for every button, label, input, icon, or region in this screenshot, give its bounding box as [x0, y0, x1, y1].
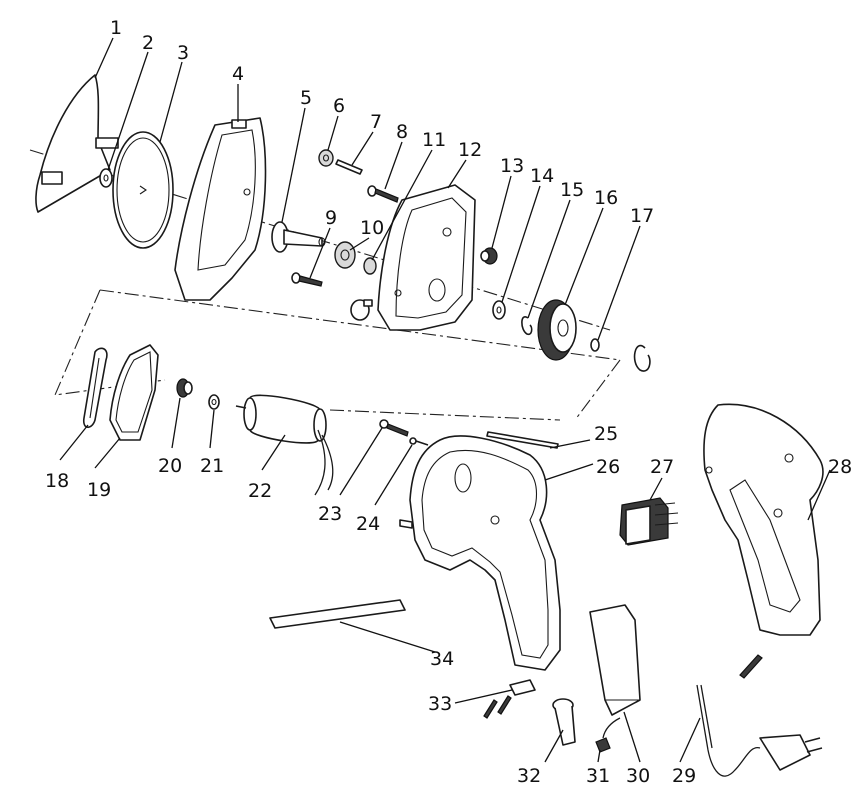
callout-32: 32	[517, 765, 541, 787]
handle-screw	[739, 654, 763, 679]
part-9-screw	[291, 272, 323, 287]
part-26-main-housing	[399, 435, 561, 671]
part-34-blade-strip	[269, 599, 406, 629]
callout-15: 15	[560, 179, 584, 201]
part-13-nut	[480, 247, 498, 265]
callout-8: 8	[396, 121, 408, 143]
part-30-capacitor-pack	[589, 604, 641, 716]
callout-23: 23	[318, 503, 342, 525]
part-18-drive-belt	[82, 347, 108, 429]
part-15-circlip	[521, 316, 533, 336]
part-11-washer	[363, 257, 377, 275]
loose-circlip	[633, 344, 651, 372]
part-7-pin	[335, 159, 363, 175]
callout-27: 27	[650, 456, 674, 478]
callout-9: 9	[325, 207, 337, 229]
callout-28: 28	[828, 456, 852, 478]
part-4-guard-frame	[174, 117, 267, 301]
part-1-blade-guard	[35, 74, 119, 213]
part-29-power-cord	[696, 684, 823, 777]
part-16-gear	[537, 299, 577, 361]
part-20-pinion	[176, 378, 193, 398]
part-12-gear-housing	[377, 184, 476, 331]
part-3-saw-blade	[112, 131, 174, 249]
callout-labels: 1 2 3 4 5 6 7 8 9 10 11 12 13 14 15 16 1…	[45, 17, 852, 787]
part-22-motor	[235, 394, 334, 496]
part-33-cable-clamp	[483, 679, 536, 719]
callout-33: 33	[428, 693, 452, 715]
callout-19: 19	[87, 479, 111, 501]
adjustment-knob	[350, 299, 373, 321]
callout-14: 14	[530, 165, 554, 187]
part-28-handle-cover	[703, 403, 824, 636]
part-32-grommet	[552, 698, 576, 746]
callout-21: 21	[200, 455, 224, 477]
part-23-screw	[379, 419, 409, 437]
callout-24: 24	[356, 513, 380, 535]
callout-10: 10	[360, 217, 384, 239]
callout-18: 18	[45, 470, 69, 492]
part-24-screw	[409, 437, 429, 446]
callout-5: 5	[300, 87, 312, 109]
callout-26: 26	[596, 456, 620, 478]
callout-2: 2	[142, 32, 154, 54]
callout-12: 12	[458, 139, 482, 161]
part-27-switch	[619, 497, 679, 546]
callout-16: 16	[594, 187, 618, 209]
callout-1: 1	[110, 17, 122, 39]
part-14-washer	[492, 300, 506, 320]
part-5-spindle-shaft	[271, 221, 326, 253]
leader-lines	[59, 37, 831, 763]
callout-17: 17	[630, 205, 654, 227]
part-10-bearing	[334, 241, 356, 269]
callout-3: 3	[177, 42, 189, 64]
callout-13: 13	[500, 155, 524, 177]
callout-31: 31	[586, 765, 610, 787]
callout-34: 34	[430, 648, 454, 670]
callout-20: 20	[158, 455, 182, 477]
part-6-washer	[318, 149, 334, 167]
callout-30: 30	[626, 765, 650, 787]
callout-22: 22	[248, 480, 272, 502]
callout-11: 11	[422, 129, 446, 151]
callout-25: 25	[594, 423, 618, 445]
part-19-cover	[109, 344, 159, 441]
part-21-washer	[208, 394, 220, 410]
callout-4: 4	[232, 63, 244, 85]
part-17-circlip	[590, 338, 600, 352]
part-25-strip	[486, 431, 559, 449]
part-8-screw	[367, 185, 399, 203]
callout-7: 7	[370, 111, 382, 133]
callout-29: 29	[672, 765, 696, 787]
part-31-clip	[595, 717, 621, 753]
callout-6: 6	[333, 95, 345, 117]
part-2-washer	[99, 168, 113, 188]
